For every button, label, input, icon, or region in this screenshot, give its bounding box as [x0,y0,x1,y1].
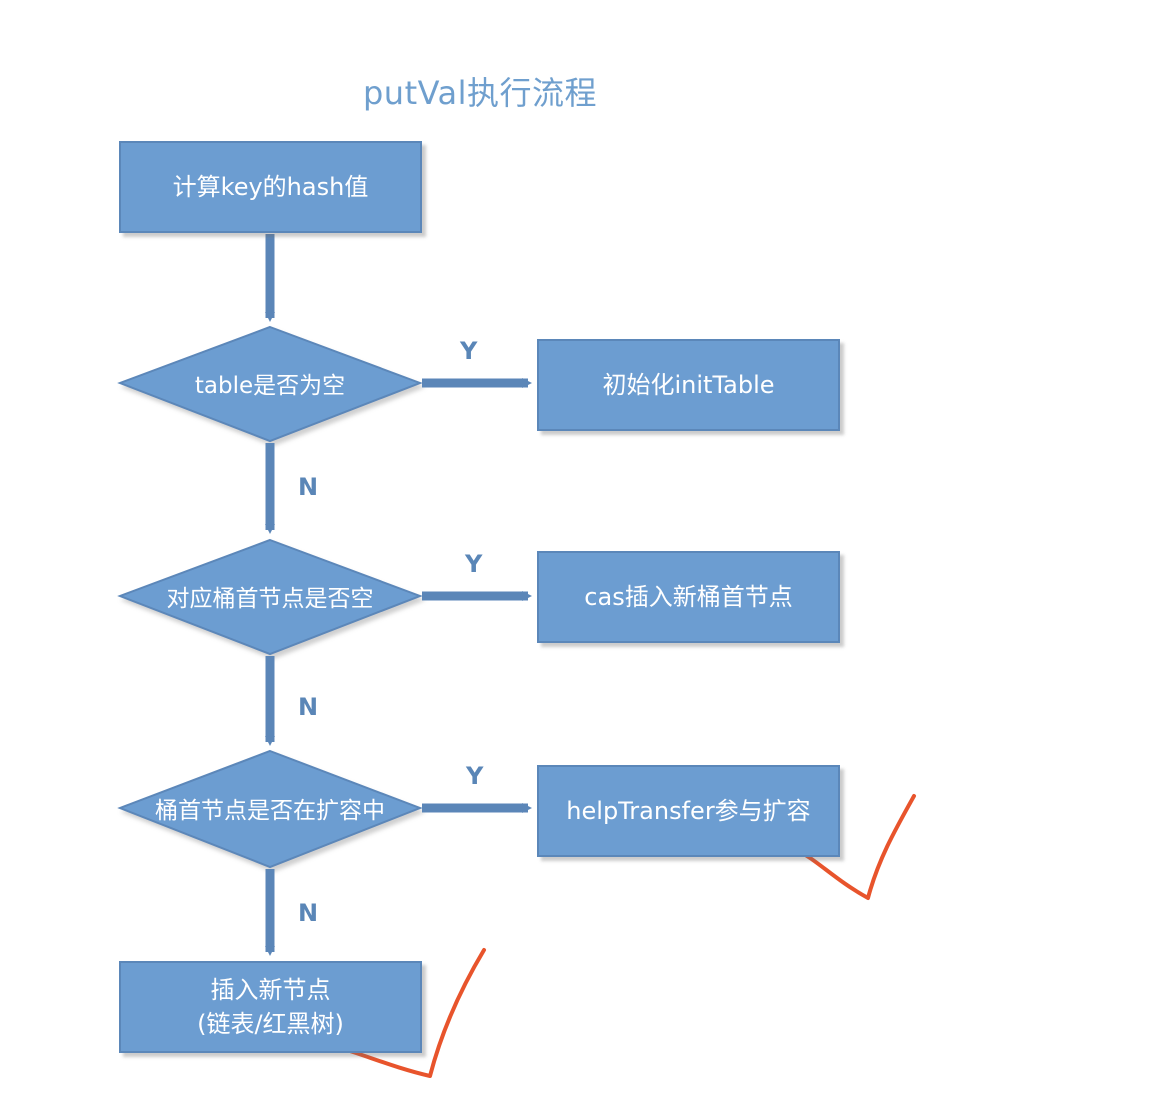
process-init-table: 初始化initTable [537,339,840,431]
process-help-transfer: helpTransfer参与扩容 [537,765,840,857]
decision-resizing-label: 桶首节点是否在扩容中 [155,798,385,824]
process-insert-node-label: 插入新节点 (链表/红黑树) [197,976,344,1038]
handwritten-checkmark-bottom [338,948,486,1078]
decision-diamond-table-empty [117,325,423,443]
handwritten-checkmark-right [794,794,916,900]
branch-no-label: N [298,693,319,721]
process-cas-insert: cas插入新桶首节点 [537,551,840,643]
branch-yes-label: Y [466,762,484,790]
decision-table-empty-label: table是否为空 [194,373,346,399]
decision-diamond-bucket-empty [117,538,423,656]
decision-diamond-resizing [117,749,423,869]
process-compute-hash: 计算key的hash值 [119,141,422,233]
diagram-title: putVal执行流程 [362,74,598,112]
process-init-table-label: 初始化initTable [602,371,775,399]
process-insert-node: 插入新节点 (链表/红黑树) [119,961,422,1053]
decision-bucket-empty-label: 对应桶首节点是否空 [166,586,374,612]
process-cas-insert-label: cas插入新桶首节点 [584,583,793,611]
process-compute-hash-label: 计算key的hash值 [172,173,369,201]
branch-no-label: N [298,473,319,501]
branch-yes-label: Y [465,550,483,578]
branch-no-label: N [298,899,319,927]
branch-yes-label: Y [460,337,478,365]
process-help-transfer-label: helpTransfer参与扩容 [566,797,811,825]
